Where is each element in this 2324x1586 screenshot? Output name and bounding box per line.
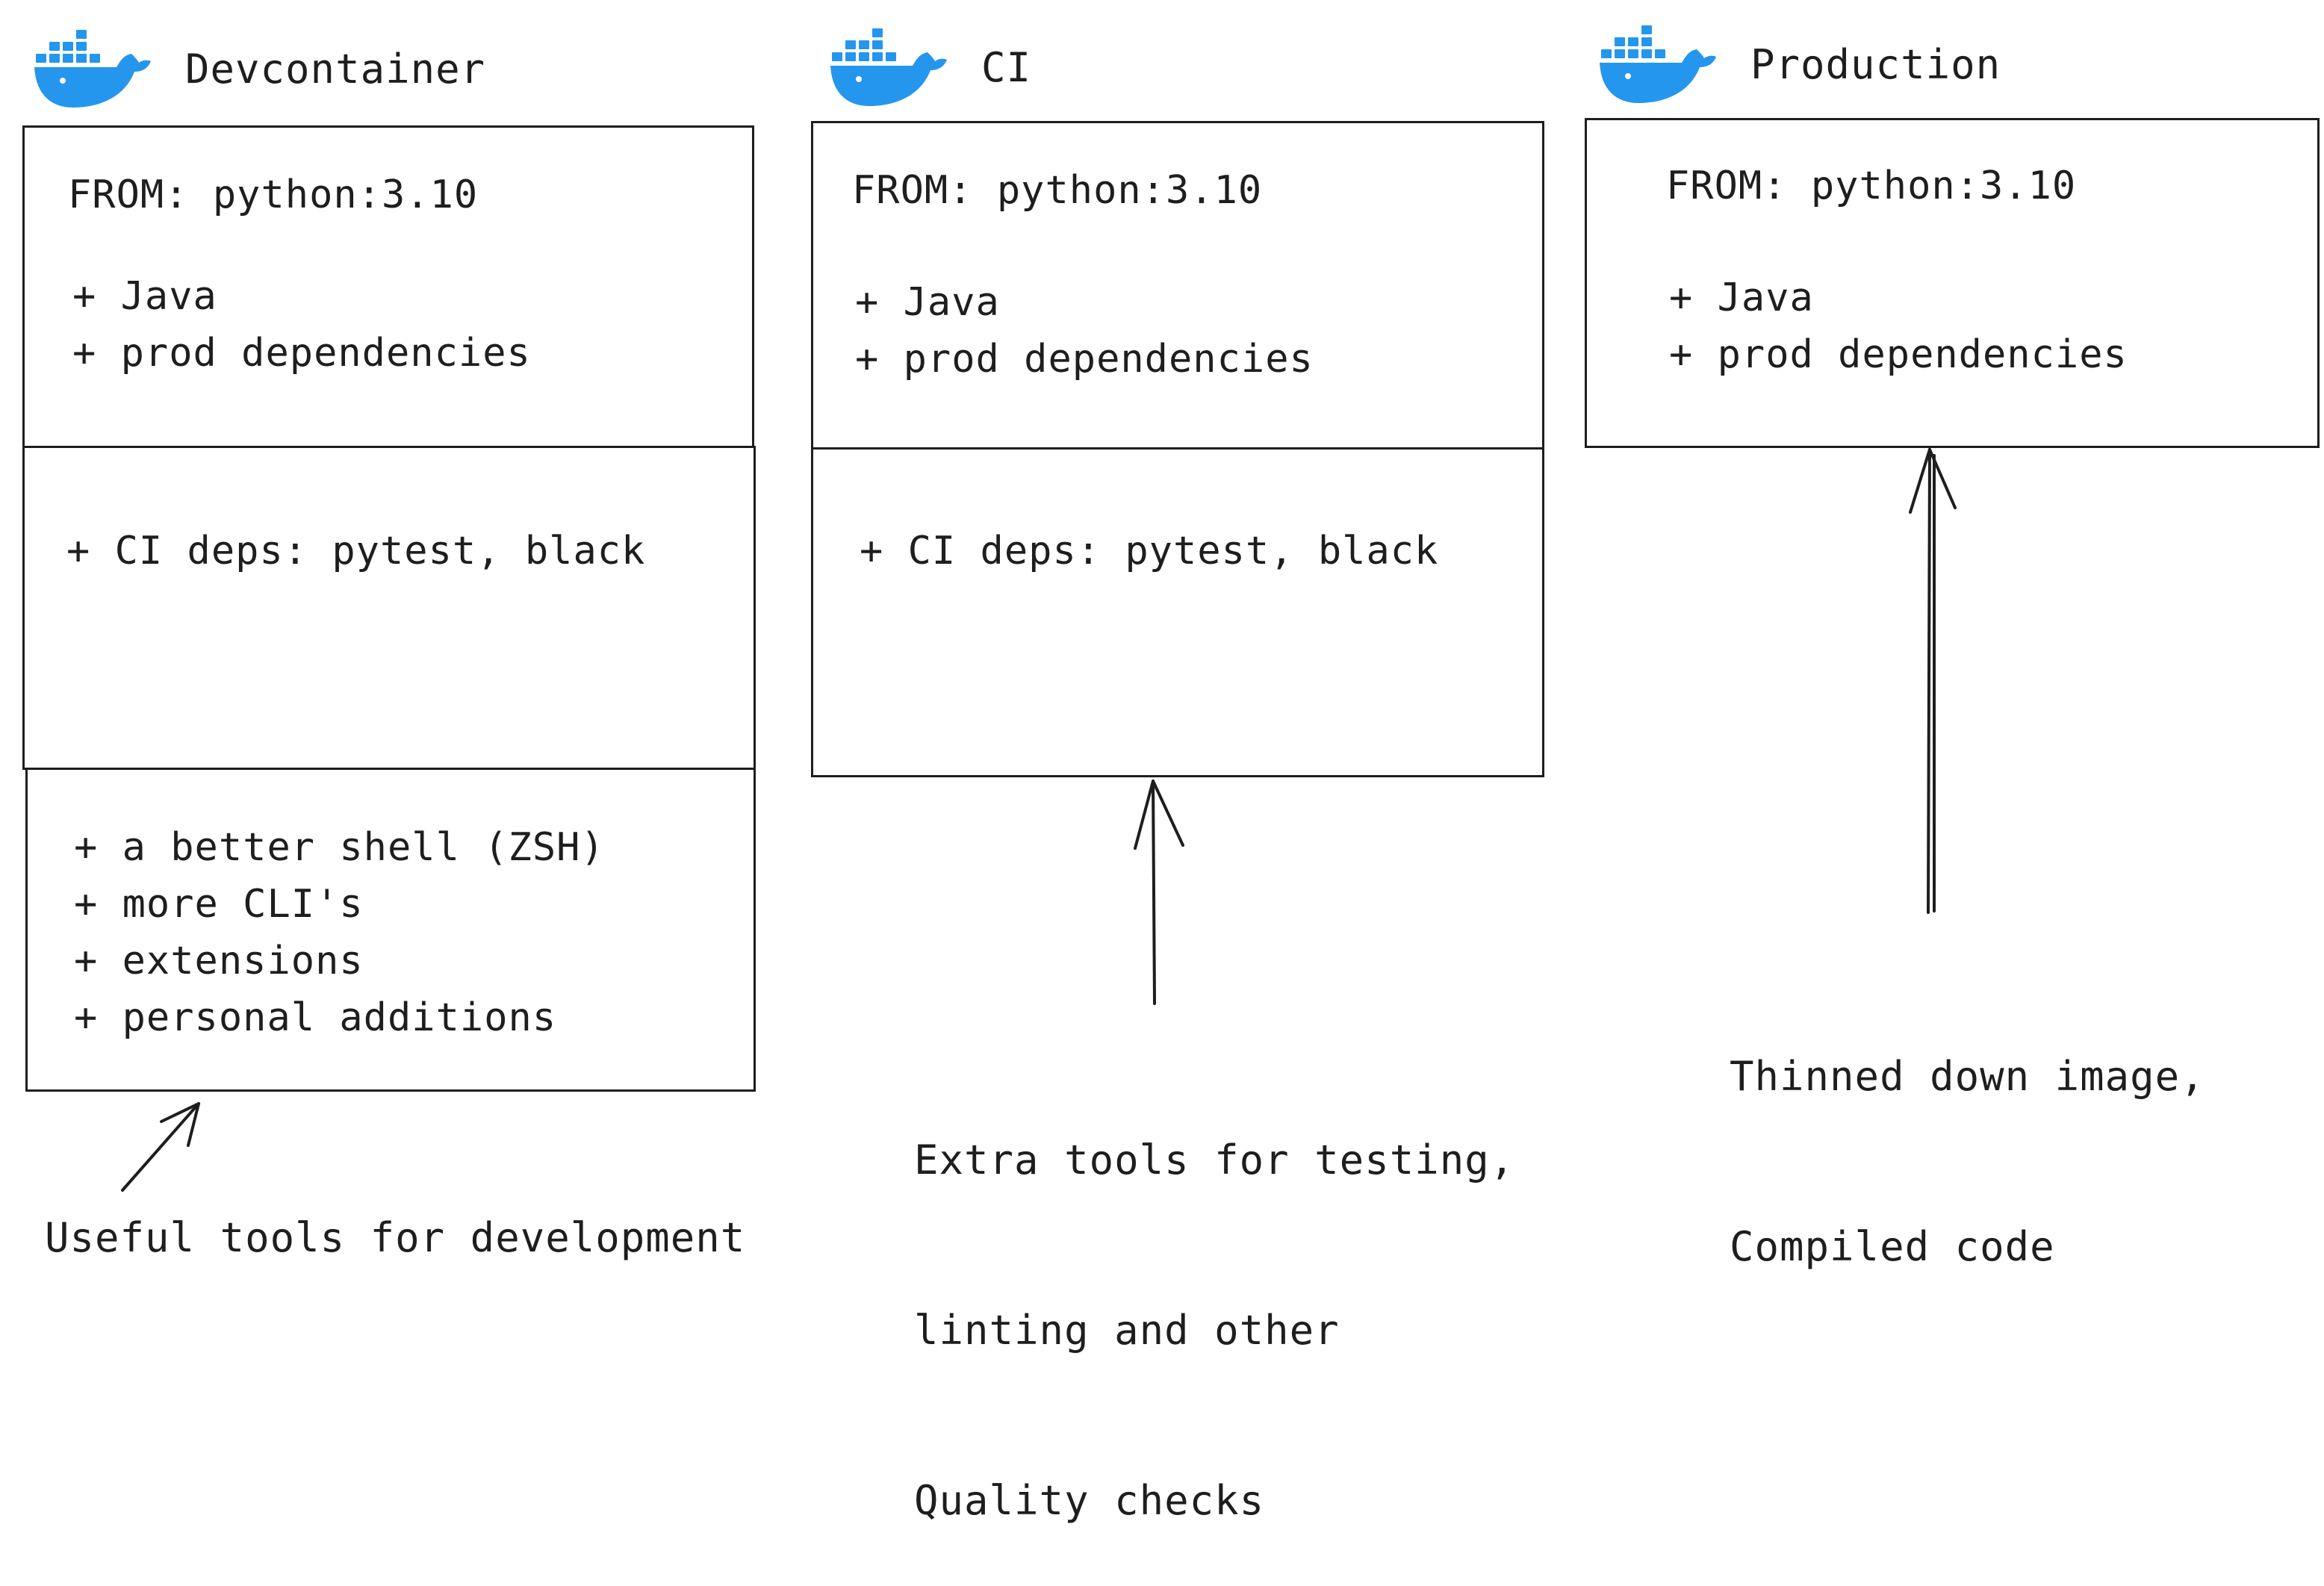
personal-additions-line: + personal additions <box>74 995 557 1040</box>
extensions-line: + extensions <box>74 939 364 983</box>
devcontainer-dev-layer: + a better shell (ZSH) + more CLI's + ex… <box>25 768 756 1092</box>
docker-whale-icon <box>33 27 152 111</box>
prod-deps-line: + prod dependencies <box>855 337 1314 382</box>
from-line: FROM: python:3.10 <box>68 172 479 217</box>
ci-arrow <box>1134 780 1184 1005</box>
prod-deps-line: + prod dependencies <box>1669 332 2128 377</box>
ci-deps-line: + CI deps: pytest, black <box>860 529 1439 573</box>
java-line: + Java <box>72 274 217 319</box>
ci-base-layer: FROM: python:3.10 + Java + prod dependen… <box>811 121 1544 450</box>
from-line: FROM: python:3.10 <box>1666 164 2077 208</box>
ci-deps-line: + CI deps: pytest, black <box>66 529 646 573</box>
java-line: + Java <box>1669 276 1814 320</box>
production-note: Thinned down image, Compiled code <box>1730 935 2205 1332</box>
from-line: FROM: python:3.10 <box>852 168 1263 213</box>
java-line: + Java <box>855 280 1000 325</box>
devcontainer-header: Devcontainer <box>33 27 485 111</box>
ci-note-line1: Extra tools for testing, <box>914 1136 1515 1184</box>
prod-deps-line: + prod dependencies <box>72 331 531 376</box>
ci-header: CI <box>829 25 1031 109</box>
ci-title: CI <box>981 43 1032 91</box>
ci-note: Extra tools for testing, linting and oth… <box>914 1019 1514 1586</box>
devcontainer-ci-layer: + CI deps: pytest, black <box>22 446 756 770</box>
ci-note-line3: Quality checks <box>914 1477 1265 1524</box>
production-arrow <box>1909 448 1957 914</box>
production-note-line2: Compiled code <box>1730 1223 2055 1270</box>
cli-line: + more CLI's <box>74 882 364 927</box>
docker-whale-icon <box>1598 22 1718 106</box>
production-note-line1: Thinned down image, <box>1730 1053 2205 1100</box>
devcontainer-note: Useful tools for development <box>45 1214 746 1261</box>
ci-note-line2: linting and other <box>914 1307 1340 1354</box>
devcontainer-base-layer: FROM: python:3.10 + Java + prod dependen… <box>22 125 754 448</box>
shell-line: + a better shell (ZSH) <box>74 825 605 870</box>
production-title: Production <box>1750 40 2001 88</box>
ci-ci-layer: + CI deps: pytest, black <box>811 447 1544 777</box>
devcontainer-title: Devcontainer <box>185 45 486 93</box>
docker-whale-icon <box>829 25 948 109</box>
production-header: Production <box>1598 22 2001 106</box>
devcontainer-arrow <box>121 1102 200 1192</box>
production-base-layer: FROM: python:3.10 + Java + prod dependen… <box>1585 118 2320 448</box>
